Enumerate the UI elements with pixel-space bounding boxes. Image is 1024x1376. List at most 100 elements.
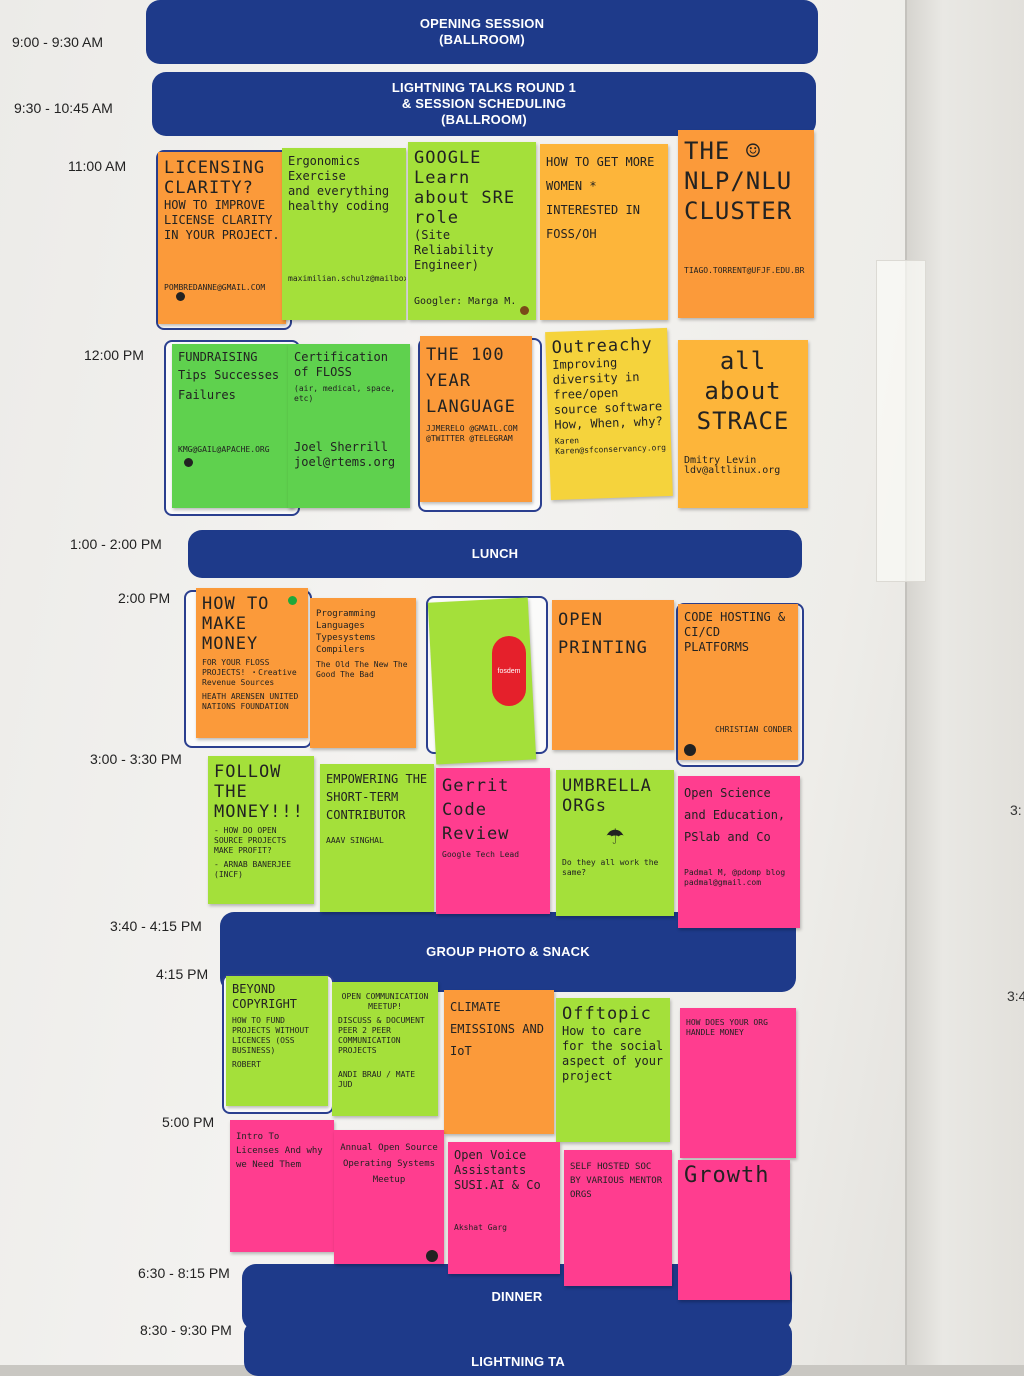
note-author: ANDI BRAU / MATE JUD (338, 1070, 416, 1089)
tape-strip (876, 260, 926, 582)
edge-time-label: 3:4 (1007, 988, 1024, 1004)
note-author: KMG@GAIL@APACHE.ORG (178, 445, 270, 454)
session-note[interactable]: OPEN COMMUNICATION MEETUP! DISCUSS & DOC… (332, 982, 438, 1116)
session-note[interactable]: HOW TO MAKE MONEY FOR YOUR FLOSS PROJECT… (196, 588, 308, 738)
note-author: Dmitry Levin ldv@altlinux.org (684, 455, 781, 476)
note-author: Akshat Garg (454, 1223, 507, 1232)
note-author: Google Tech Lead (442, 850, 520, 859)
session-note[interactable]: BEYOND COPYRIGHT HOW TO FUND PROJECTS WI… (226, 976, 328, 1106)
session-note[interactable]: Outreachy Improving diversity in free/op… (545, 327, 673, 501)
time-label: 9:00 - 9:30 AM (12, 34, 104, 50)
session-note[interactable]: HOW TO GET MORE WOMEN * INTERESTED IN FO… (540, 144, 668, 320)
time-label: 5:00 PM (162, 1114, 215, 1130)
note-author: maximilian.schulz@mailbox.org (288, 274, 406, 283)
note-body: DISCUSS & DOCUMENT PEER 2 PEER COMMUNICA… (338, 1016, 425, 1055)
note-title: Ergonomics Exercise (288, 154, 361, 183)
note-title: Outreachy (551, 334, 654, 358)
time-label: 12:00 PM (84, 347, 144, 363)
note-title: OPEN COMMUNICATION MEETUP! (341, 992, 429, 1011)
session-note[interactable]: THE 100 YEAR LANGUAGE JJMERELO @GMAIL.CO… (420, 336, 532, 502)
note-title: CODE HOSTING & CI/CD PLATFORMS (684, 610, 786, 654)
time-label: 1:00 - 2:00 PM (70, 536, 162, 552)
note-title: HOW DOES YOUR ORG HANDLE MONEY (686, 1018, 768, 1037)
time-label: 4:15 PM (156, 966, 209, 982)
note-author: Padmal M, @pdomp blog padmal@gmail.com (684, 868, 786, 887)
marker-dot (520, 306, 529, 315)
note-body: HOW TO FUND PROJECTS WITHOUT LICENCES (O… (232, 1016, 310, 1055)
session-note[interactable]: CLIMATE EMISSIONS AND IoT (444, 990, 554, 1134)
session-note[interactable]: EMPOWERING THE SHORT-TERM CONTRIBUTOR AA… (320, 764, 434, 912)
session-note[interactable]: Annual Open Source Operating Systems Mee… (334, 1130, 444, 1264)
note-author: CHRISTIAN CONDER (714, 725, 792, 734)
session-note[interactable]: OPEN PRINTING (552, 600, 674, 750)
session-note[interactable]: Growth (678, 1160, 790, 1300)
note-body: (air, medical, space, etc) (294, 384, 396, 403)
time-label: 8:30 - 9:30 PM (140, 1322, 232, 1338)
note-title: Intro To Licenses And why we Need Them (236, 1132, 323, 1170)
time-label: 6:30 - 8:15 PM (138, 1265, 230, 1281)
marker-dot (684, 744, 696, 756)
session-note[interactable]: Ergonomics Exercise and everything healt… (282, 148, 406, 320)
note-body: HOW TO IMPROVE LICENSE CLARITY IN YOUR P… (164, 198, 280, 242)
session-note[interactable]: LICENSING CLARITY? HOW TO IMPROVE LICENS… (158, 152, 286, 324)
note-title: CLIMATE EMISSIONS AND IoT (450, 1000, 544, 1058)
session-note[interactable]: GOOGLE Learn about SRE role (Site Reliab… (408, 142, 536, 320)
note-title: Programming Languages Typesystems Compil… (316, 609, 376, 655)
note-title: SELF HOSTED SOC BY VARIOUS MENTOR ORGS (570, 1162, 663, 1200)
note-author: ROBERT (232, 1060, 261, 1069)
session-note[interactable]: FOLLOW THE MONEY!!! - HOW DO OPEN SOURCE… (208, 756, 314, 904)
banner-lightning-talks: LIGHTNING TALKS ROUND 1 & SESSION SCHEDU… (152, 72, 816, 136)
note-author: Karen Karen@sfconservancy.org (554, 436, 667, 456)
session-note[interactable]: HOW DOES YOUR ORG HANDLE MONEY (680, 1008, 796, 1158)
session-note[interactable]: Open Science and Education, PSlab and Co… (678, 776, 800, 928)
umbrella-icon: ☂ (605, 817, 625, 852)
note-author: HEATH ARENSEN UNITED NATIONS FOUNDATION (202, 692, 299, 711)
note-title: LICENSING CLARITY? (164, 158, 266, 198)
session-note[interactable]: Programming Languages Typesystems Compil… (310, 598, 416, 748)
note-title: BEYOND COPYRIGHT (232, 982, 298, 1011)
note-body: The Old The New The Good The Bad (316, 660, 408, 679)
marker-dot (184, 458, 193, 467)
note-body: FOR YOUR FLOSS PROJECTS! ・Creative Reven… (202, 658, 297, 687)
note-body: How to care for the social aspect of you… (562, 1024, 664, 1083)
note-author: Googler: Marga M. (414, 296, 517, 307)
note-author: POMBREDANNE@GMAIL.COM (164, 283, 266, 292)
note-title: Offtopic (562, 1004, 652, 1024)
session-note[interactable]: FUNDRAISING Tips Successes Failures KMG@… (172, 344, 294, 508)
note-title: Gerrit Code Review (442, 776, 510, 844)
session-note[interactable]: UMBRELLA ORGs ☂ Do they all work the sam… (556, 770, 674, 916)
session-note[interactable]: Offtopic How to care for the social aspe… (556, 998, 670, 1142)
marker-dot (176, 292, 185, 301)
session-note[interactable]: Open Voice Assistants SUSI.AI & Co Aksha… (448, 1142, 560, 1274)
note-title: FOLLOW THE MONEY!!! (214, 762, 304, 822)
note-author: - ARNAB BANERJEE (INCF) (214, 860, 292, 879)
banner-lunch: LUNCH (188, 530, 802, 578)
note-title: Open Voice Assistants SUSI.AI & Co (454, 1148, 541, 1192)
note-title: GOOGLE Learn about SRE role (414, 148, 516, 228)
note-body: - HOW DO OPEN SOURCE PROJECTS MAKE PROFI… (214, 826, 287, 855)
session-note[interactable]: Intro To Licenses And why we Need Them (230, 1120, 334, 1252)
note-title: OPEN PRINTING (558, 610, 648, 658)
note-title: Certification of FLOSS (294, 350, 388, 379)
note-title: FUNDRAISING (178, 350, 258, 364)
time-label: 3:40 - 4:15 PM (110, 918, 202, 934)
note-author: AAAV SINGHAL (326, 836, 384, 845)
banner-lightning-talks-2: LIGHTNING TA (244, 1320, 792, 1376)
time-label: 11:00 AM (68, 158, 127, 174)
note-body: JJMERELO @GMAIL.COM @TWITTER @TELEGRAM (426, 424, 518, 443)
banner-opening-session: OPENING SESSION (BALLROOM) (146, 0, 818, 64)
edge-time-label: 3: (1010, 802, 1022, 818)
session-note[interactable]: Gerrit Code Review Google Tech Lead (436, 768, 550, 914)
note-author: TIAGO.TORRENT@UFJF.EDU.BR (684, 266, 805, 275)
session-note[interactable]: THE ☺ NLP/NLU CLUSTER TIAGO.TORRENT@UFJF… (678, 130, 814, 318)
session-note[interactable]: SELF HOSTED SOC BY VARIOUS MENTOR ORGS (564, 1150, 672, 1286)
note-title: Annual Open Source Operating Systems Mee… (340, 1143, 438, 1185)
time-label: 9:30 - 10:45 AM (14, 100, 113, 116)
note-title: Open Science and Education, PSlab and Co (684, 786, 786, 844)
fosdem-sticker: fosdem (492, 636, 526, 706)
session-note[interactable]: Certification of FLOSS (air, medical, sp… (288, 344, 410, 508)
note-title: THE 100 YEAR LANGUAGE (426, 345, 516, 417)
session-note[interactable]: all about STRACE Dmitry Levin ldv@altlin… (678, 340, 808, 508)
note-title: HOW TO MAKE MONEY (202, 594, 270, 654)
session-note[interactable]: CODE HOSTING & CI/CD PLATFORMS CHRISTIAN… (678, 604, 798, 760)
